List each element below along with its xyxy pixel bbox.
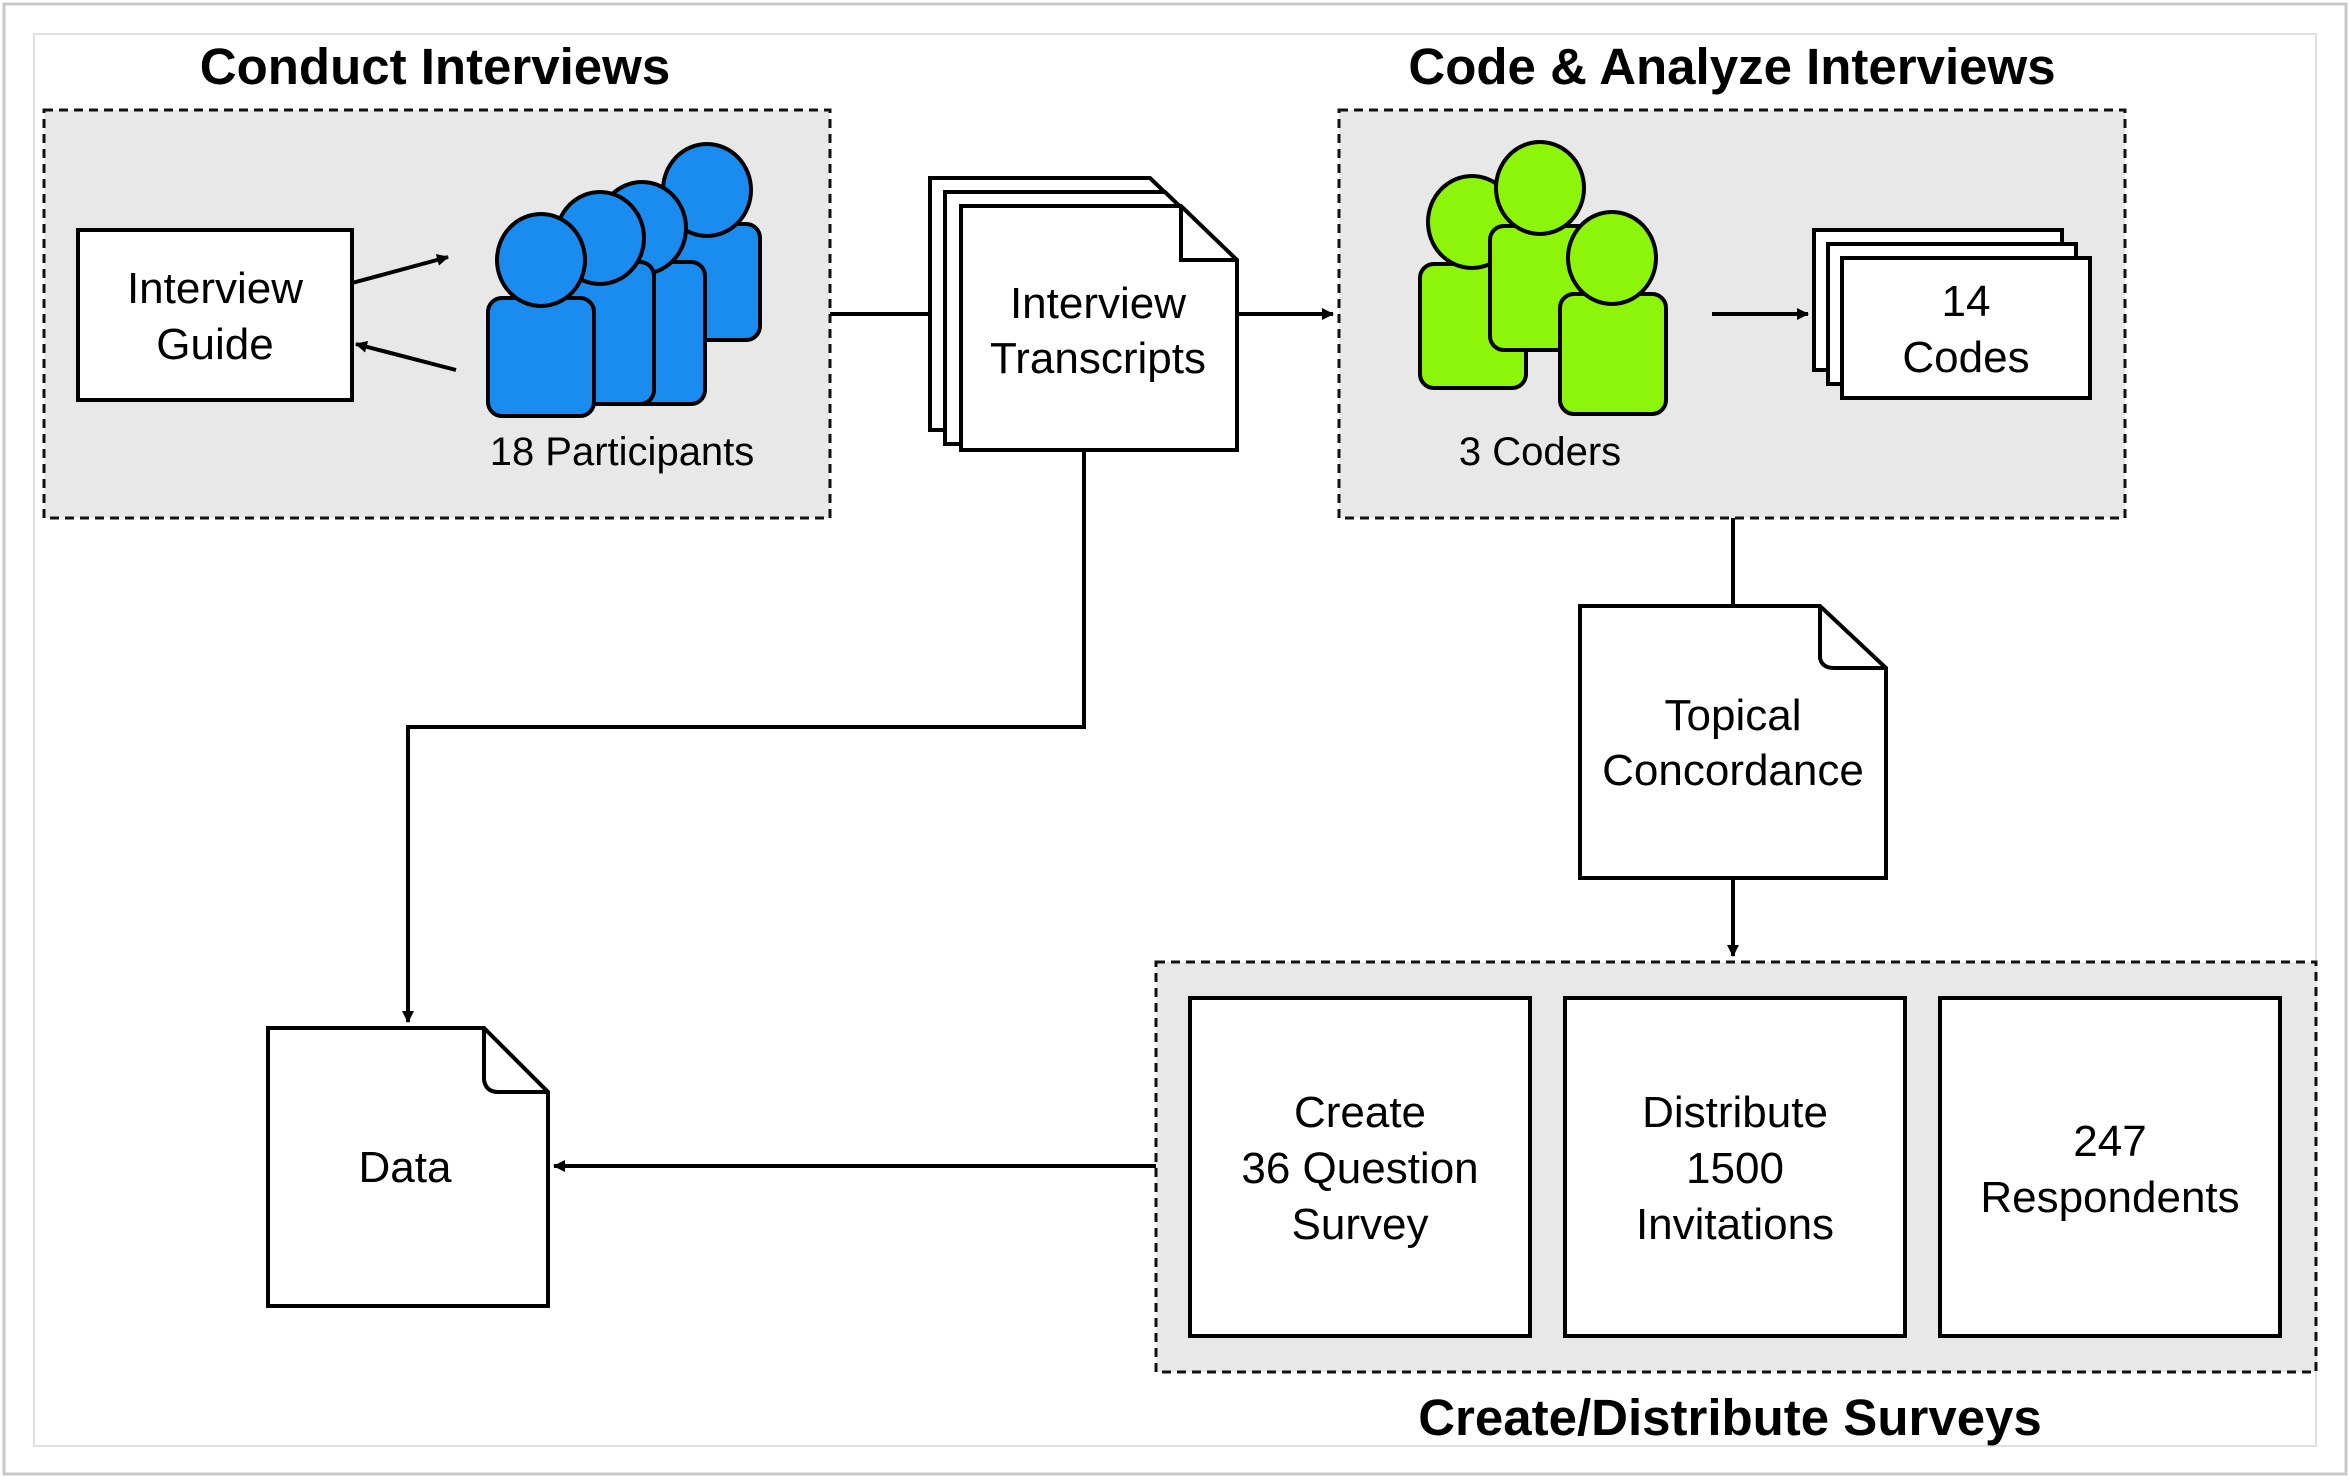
interview-guide-box: Interview Guide [76,228,354,402]
create-survey-box: Create 36 Question Survey [1188,996,1532,1338]
distribute-line3: Invitations [1636,1200,1834,1249]
interview-transcripts-doc: Interview Transcripts [928,176,1239,452]
arrow-participants-to-guide [355,340,457,372]
codes-line1: 14 [1942,277,1991,326]
interview-guide-line1: Interview [127,264,303,313]
person-icon [1558,210,1668,416]
people-group-icon [1418,140,1668,416]
create-survey-line1: Create [1294,1088,1426,1137]
concordance-line2: Concordance [1602,746,1864,795]
people-group-icon [486,142,762,418]
distribute-box: Distribute 1500 Invitations [1563,996,1907,1338]
arrow-transcripts-to-data [402,450,1086,1023]
title-create-distribute: Create/Distribute Surveys [1418,1389,2042,1446]
title-conduct-interviews: Conduct Interviews [200,38,670,95]
create-survey-line3: Survey [1292,1200,1429,1249]
create-survey-line2: 36 Question [1241,1144,1478,1193]
data-label: Data [359,1143,452,1192]
distribute-line2: 1500 [1686,1144,1784,1193]
respondents-box: 247 Respondents [1938,996,2282,1338]
transcripts-line2: Transcripts [990,334,1206,383]
respondents-line2: Respondents [1980,1173,2239,1222]
title-code-analyze: Code & Analyze Interviews [1408,38,2055,95]
coders-label: 3 Coders [1459,430,1621,474]
person-icon [486,212,596,418]
codes-line2: Codes [1902,333,2029,382]
concordance-line1: Topical [1665,691,1802,740]
interview-guide-line2: Guide [156,320,273,369]
transcripts-line1: Interview [1010,279,1186,328]
inner-frame [33,33,2317,1447]
data-doc: Data [266,1026,550,1308]
respondents-line1: 247 [2073,1117,2146,1166]
distribute-line1: Distribute [1642,1088,1828,1137]
participants-label: 18 Participants [490,430,755,474]
codes-stack: 14 Codes [1812,228,2092,400]
topical-concordance-doc: Topical Concordance [1578,604,1888,880]
arrow-guide-to-participants [351,254,449,285]
